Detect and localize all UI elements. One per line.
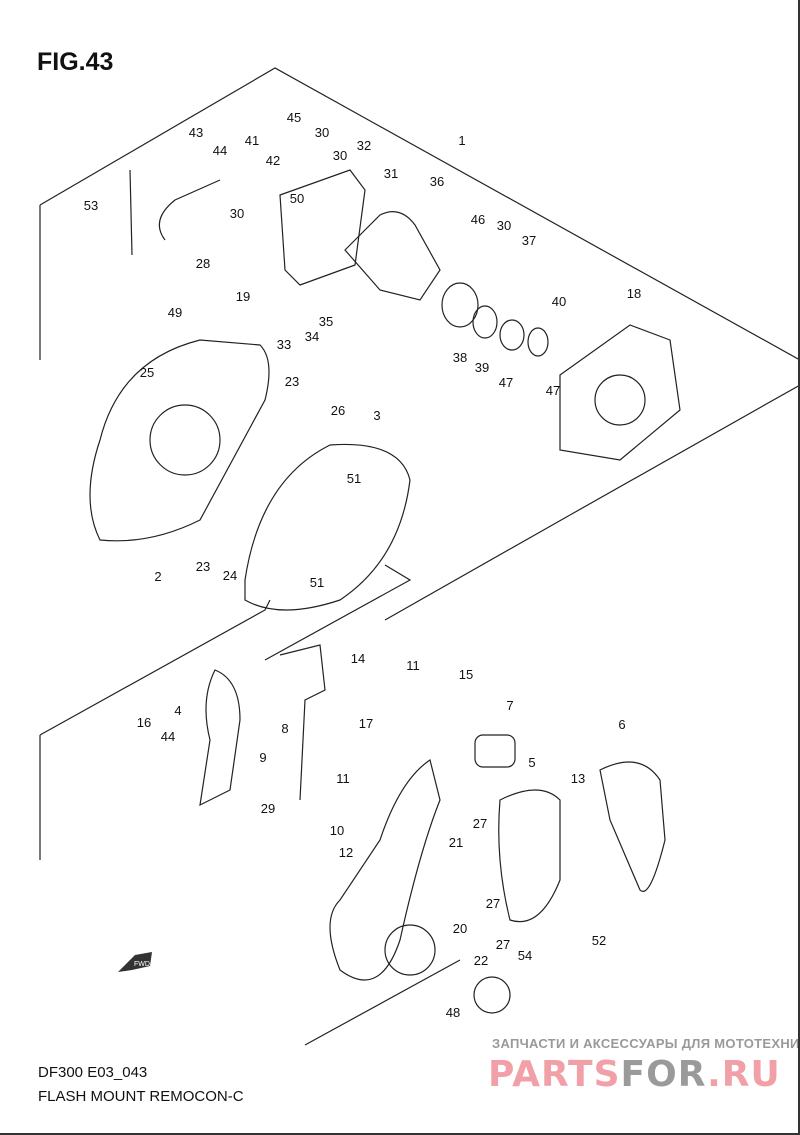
callout-27: 27 (486, 896, 500, 911)
model-code: DF300 E03_043 (38, 1064, 148, 1081)
callout-43: 43 (189, 125, 203, 140)
callout-30: 30 (333, 148, 347, 163)
callout-40: 40 (552, 294, 566, 309)
shaft-31 (344, 211, 441, 301)
callout-26: 26 (331, 403, 345, 418)
callout-35: 35 (319, 314, 333, 329)
callout-34: 34 (305, 329, 319, 344)
cover-part-2 (89, 339, 270, 542)
callout-31: 31 (384, 166, 398, 181)
callout-11: 11 (336, 771, 350, 786)
callout-30: 30 (230, 206, 244, 221)
fwd-arrow-icon: FWD (118, 952, 152, 972)
callout-23: 23 (196, 559, 210, 574)
callout-25: 25 (140, 365, 154, 380)
caption: FLASH MOUNT REMOCON-C (38, 1088, 244, 1105)
callout-49: 49 (168, 305, 182, 320)
grip-6 (599, 761, 666, 892)
lever-4 (199, 669, 241, 807)
lower-assembly-frame (39, 599, 271, 736)
callout-4: 4 (174, 703, 181, 718)
watermark-logo: PARTSFOR.RU (488, 1054, 781, 1095)
callout-51: 51 (347, 471, 361, 486)
callout-24: 24 (223, 568, 237, 583)
callout-37: 37 (522, 233, 536, 248)
callout-47: 47 (499, 375, 513, 390)
callout-52: 52 (592, 933, 606, 948)
callout-9: 9 (259, 750, 266, 765)
callout-20: 20 (453, 921, 467, 936)
callout-13: 13 (571, 771, 585, 786)
callout-3: 3 (373, 408, 380, 423)
figure-label: FIG.43 (37, 48, 114, 76)
upper-assembly-frame (39, 67, 798, 360)
callout-27: 27 (473, 816, 487, 831)
callout-44: 44 (161, 729, 175, 744)
callout-2: 2 (154, 569, 161, 584)
callout-54: 54 (518, 948, 532, 963)
callout-39: 39 (475, 360, 489, 375)
callout-53: 53 (84, 198, 98, 213)
cover-part-3 (244, 443, 411, 611)
callout-41: 41 (245, 133, 259, 148)
callout-6: 6 (618, 717, 625, 732)
callout-12: 12 (339, 845, 353, 860)
plate-32 (279, 169, 366, 286)
callout-38: 38 (453, 350, 467, 365)
watermark-subtitle: ЗАПЧАСТИ И АКСЕССУАРЫ ДЛЯ МОТОТЕХНИКИ (492, 1036, 800, 1051)
callout-50: 50 (290, 191, 304, 206)
callout-19: 19 (236, 289, 250, 304)
callout-30: 30 (315, 125, 329, 140)
callout-1: 1 (458, 133, 465, 148)
callout-21: 21 (449, 835, 463, 850)
callout-47: 47 (546, 383, 560, 398)
callout-7: 7 (506, 698, 513, 713)
button-7 (474, 734, 516, 768)
callout-45: 45 (287, 110, 301, 125)
callout-44: 44 (213, 143, 227, 158)
callout-5: 5 (528, 755, 535, 770)
callout-14: 14 (351, 651, 365, 666)
callout-32: 32 (357, 138, 371, 153)
callout-29: 29 (261, 801, 275, 816)
callout-10: 10 (330, 823, 344, 838)
callout-11: 11 (406, 658, 420, 673)
callout-33: 33 (277, 337, 291, 352)
handle-5 (498, 789, 561, 923)
housing-18 (559, 324, 681, 461)
callout-36: 36 (430, 174, 444, 189)
callout-48: 48 (446, 1005, 460, 1020)
callout-51: 51 (310, 575, 324, 590)
callout-28: 28 (196, 256, 210, 271)
callout-46: 46 (471, 212, 485, 227)
callout-23: 23 (285, 374, 299, 389)
callout-8: 8 (281, 721, 288, 736)
callout-17: 17 (359, 716, 373, 731)
callout-18: 18 (627, 286, 641, 301)
callout-16: 16 (137, 715, 151, 730)
callout-22: 22 (474, 953, 488, 968)
callout-30: 30 (497, 218, 511, 233)
callout-27: 27 (496, 937, 510, 952)
fwd-label: FWD (134, 961, 150, 968)
cap-54 (473, 976, 511, 1014)
callout-42: 42 (266, 153, 280, 168)
link-8-9 (279, 644, 326, 801)
callout-15: 15 (459, 667, 473, 682)
